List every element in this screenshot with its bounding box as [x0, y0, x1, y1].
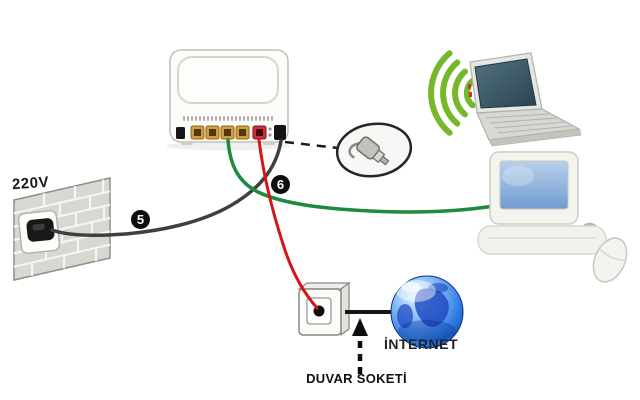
dsl-cable — [257, 138, 319, 310]
phone-port — [176, 127, 185, 139]
desktop-computer-icon — [477, 151, 628, 283]
wall-socket-icon — [297, 281, 351, 337]
power-port — [274, 125, 286, 140]
lan-ports — [190, 125, 250, 140]
callout-dashed-line — [284, 140, 339, 150]
dsl-port-red — [252, 125, 267, 140]
mouse-icon — [592, 237, 628, 283]
reset-dot — [268, 127, 272, 131]
wifi-signal-icon — [428, 50, 476, 136]
internet-label: İNTERNET — [384, 336, 458, 352]
voltage-label: 220V — [11, 173, 50, 194]
wall-socket-label: DUVAR SOKETİ — [306, 371, 407, 386]
step-badge-5: 5 — [131, 210, 150, 229]
laptop-icon — [468, 52, 582, 147]
wall-socket-arrow — [352, 318, 368, 374]
internet-globe-icon — [390, 275, 464, 349]
power-plug-callout-icon — [335, 122, 413, 178]
modem-router-icon — [166, 49, 290, 151]
step-badge-6: 6 — [271, 175, 290, 194]
ethernet-cable — [226, 138, 496, 214]
power-plug-wall-icon — [26, 218, 55, 242]
power-dot — [268, 133, 272, 137]
